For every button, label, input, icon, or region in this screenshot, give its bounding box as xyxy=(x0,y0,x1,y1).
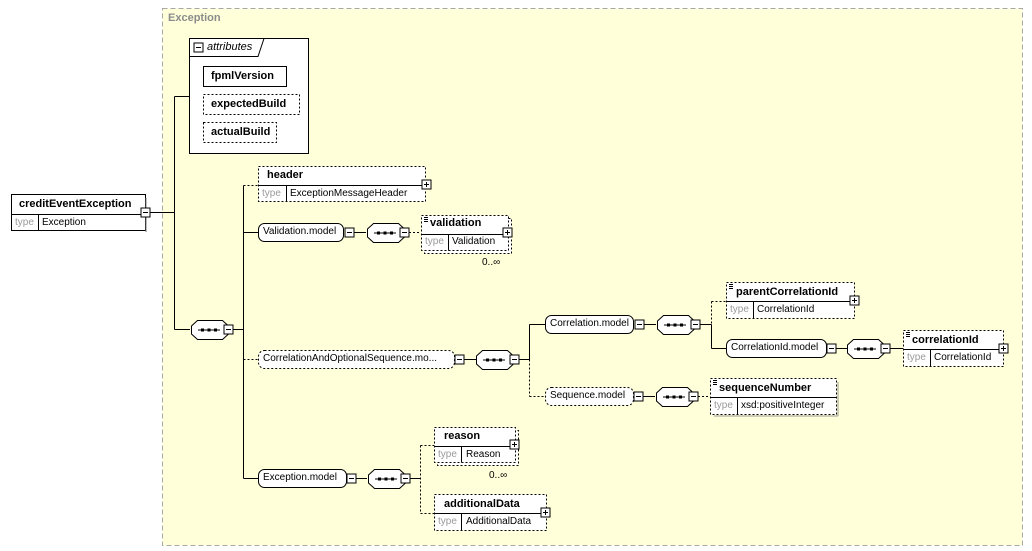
sequence-number-element-box[interactable] xyxy=(710,378,839,417)
root-type-label: type xyxy=(15,217,34,228)
header-type-label: type xyxy=(262,188,281,199)
collapse-validation-sequence-button[interactable] xyxy=(399,227,410,238)
correlation-id-element-box[interactable] xyxy=(903,330,1004,367)
expand-additional-data-button[interactable] xyxy=(540,507,551,518)
collapse-correlation-id-model-button[interactable] xyxy=(826,343,837,354)
expand-header-button[interactable] xyxy=(421,179,432,190)
exception-model-label: Exception.model xyxy=(263,472,337,483)
parent-correlation-id-type-value: CorrelationId xyxy=(757,304,815,315)
sequence-number-type-label: type xyxy=(714,400,733,411)
collapse-sequence-model-sequence-button[interactable] xyxy=(688,391,699,402)
correlation-sequence-compositor[interactable] xyxy=(476,350,514,370)
parent-correlation-id-element-box[interactable] xyxy=(726,282,855,319)
sequence-model-label: Sequence.model xyxy=(550,390,626,401)
additional-data-type-value: AdditionalData xyxy=(466,516,532,527)
additional-data-type-label: type xyxy=(438,516,457,527)
attributes-box xyxy=(189,38,309,154)
reason-type-value: Reason xyxy=(466,449,501,460)
expand-parent-correlation-id-button[interactable] xyxy=(849,295,860,306)
correlation-id-type-label: type xyxy=(907,352,926,363)
root-type-value: Exception xyxy=(42,217,86,228)
collapse-correlation-model-sequence-button[interactable] xyxy=(690,319,701,330)
attribute-expected-build[interactable]: expectedBuild xyxy=(211,98,287,110)
additional-data-name: additionalData xyxy=(444,498,520,510)
expand-correlation-id-button[interactable] xyxy=(998,343,1009,354)
correlation-model-label: Correlation.model xyxy=(550,318,629,329)
reason-type-label: type xyxy=(438,449,457,460)
header-type-value: ExceptionMessageHeader xyxy=(290,188,408,199)
collapse-exception-model-sequence-button[interactable] xyxy=(400,473,411,484)
attributes-title: attributes xyxy=(207,41,253,53)
correlation-id-type-value: CorrelationId xyxy=(934,352,992,363)
sequence-number-name: sequenceNumber xyxy=(719,382,812,394)
validation-type-label: type xyxy=(425,236,444,247)
collapse-root-button[interactable] xyxy=(140,207,151,218)
collapse-correlation-optional-sequence-button[interactable] xyxy=(454,354,465,365)
collapse-exception-model-button[interactable] xyxy=(346,473,357,484)
reason-element-name: reason xyxy=(444,430,481,442)
correlation-id-model-label: CorrelationId.model xyxy=(731,342,819,353)
correlation-model-sequence-compositor[interactable] xyxy=(657,315,695,335)
validation-element-box[interactable] xyxy=(421,215,512,254)
validation-sequence-compositor[interactable] xyxy=(367,223,405,243)
expand-reason-button[interactable] xyxy=(509,439,520,450)
frame-title: Exception xyxy=(168,12,221,24)
reason-occurrence: 0..∞ xyxy=(489,470,508,481)
collapse-main-sequence-button[interactable] xyxy=(223,324,234,335)
header-element-box[interactable] xyxy=(258,166,426,202)
collapse-attributes-button[interactable] xyxy=(193,42,204,53)
sequence-number-type-value: xsd:positiveInteger xyxy=(741,400,825,411)
correlation-optional-sequence-label: CorrelationAndOptionalSequence.mo... xyxy=(263,353,437,364)
collapse-sequence-model-button[interactable] xyxy=(633,391,644,402)
validation-occurrence: 0..∞ xyxy=(482,257,501,268)
validation-type-value: Validation xyxy=(452,236,496,247)
attribute-fpml-version[interactable]: fpmlVersion xyxy=(211,70,274,82)
sequence-model-sequence-compositor[interactable] xyxy=(656,387,694,407)
correlation-model-group[interactable] xyxy=(545,315,634,334)
validation-model-group[interactable] xyxy=(258,223,344,242)
exception-model-sequence-compositor[interactable] xyxy=(368,469,406,489)
collapse-validation-model-button[interactable] xyxy=(344,227,355,238)
reason-element-box[interactable] xyxy=(434,427,519,466)
expand-validation-button[interactable] xyxy=(502,227,513,238)
parent-correlation-id-name: parentCorrelationId xyxy=(736,286,839,298)
validation-element-name: validation xyxy=(430,217,482,229)
root-element-name: creditEventException xyxy=(19,198,132,210)
validation-model-label: Validation.model xyxy=(263,226,337,237)
correlation-id-name: correlationId xyxy=(912,334,979,346)
main-sequence-compositor[interactable] xyxy=(191,320,229,340)
collapse-correlation-id-model-sequence-button[interactable] xyxy=(880,343,891,354)
parent-correlation-id-type-label: type xyxy=(730,304,749,315)
root-element-box[interactable] xyxy=(11,194,147,233)
attribute-actual-build[interactable]: actualBuild xyxy=(211,126,271,138)
collapse-correlation-sequence-button[interactable] xyxy=(509,354,520,365)
correlation-id-model-sequence-compositor[interactable] xyxy=(847,339,885,359)
header-element-name: header xyxy=(267,169,304,181)
collapse-correlation-model-button[interactable] xyxy=(634,319,645,330)
